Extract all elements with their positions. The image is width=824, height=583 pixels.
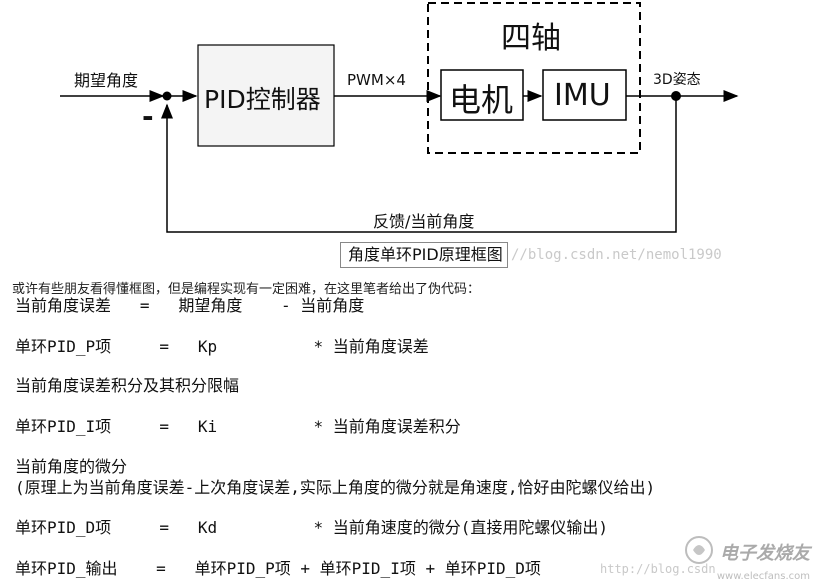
summing-junction — [162, 91, 172, 101]
logo-url: www.elecfans.com — [716, 571, 810, 582]
code-line: 单环PID_I项 = Ki * 当前角度误差积分 — [15, 417, 461, 436]
code-line: (原理上为当前角度误差-上次角度误差,实际上角度的微分就是角速度,恰好由陀螺仪给… — [15, 478, 656, 497]
code-line: 当前角度的微分 — [15, 457, 128, 476]
site-logo: 电子发烧友 www.elecfans.com — [684, 535, 810, 582]
code-line: 单环PID_D项 = Kd * 当前角速度的微分(直接用陀螺仪输出) — [15, 518, 608, 537]
setpoint-label: 期望角度 — [74, 71, 139, 90]
code-line: 单环PID_输出 = 单环PID_P项 + 单环PID_I项 + 单环PID_D… — [15, 559, 541, 578]
code-line: 当前角度误差积分及其积分限幅 — [15, 376, 240, 395]
output-label: 3D姿态 — [653, 72, 701, 88]
intro-text: 或许有些朋友看得懂框图，但是编程实现有一定困难，在这里笔者给出了伪代码： — [12, 282, 481, 297]
imu-block-label: IMU — [554, 78, 611, 113]
imu-block — [542, 69, 627, 121]
quad-group-label: 四轴 — [501, 21, 561, 56]
logo-icon — [684, 535, 714, 569]
diagram-lines — [60, 2, 739, 233]
diagram-caption: 角度单环PID原理框图 — [340, 242, 508, 268]
motor-block — [440, 69, 524, 121]
code-line: 单环PID_P项 = Kp * 当前角度误差 — [15, 337, 429, 356]
minus-sign: - — [142, 100, 154, 133]
pid-block-label: PID控制器 — [204, 85, 321, 114]
feedback-path — [161, 96, 677, 233]
pwm-label: PWM×4 — [347, 71, 406, 89]
pid-block — [197, 44, 335, 147]
motor-block-label: 电机 — [449, 81, 514, 119]
logo-text: 电子发烧友 — [720, 543, 810, 564]
pid-block-diagram: 期望角度 - PID控制器 PWM×4 四轴 电机 IMU 3D姿态 反馈/当前… — [0, 0, 824, 275]
code-line: 当前角度误差 = 期望角度 - 当前角度 — [15, 296, 365, 315]
quad-group-box — [427, 2, 641, 154]
diagram-watermark: //blog.csdn.net/nemol1990 — [511, 247, 722, 263]
feedback-label: 反馈/当前角度 — [373, 212, 475, 231]
bottom-watermark: http://blog.csdn — [600, 562, 716, 576]
